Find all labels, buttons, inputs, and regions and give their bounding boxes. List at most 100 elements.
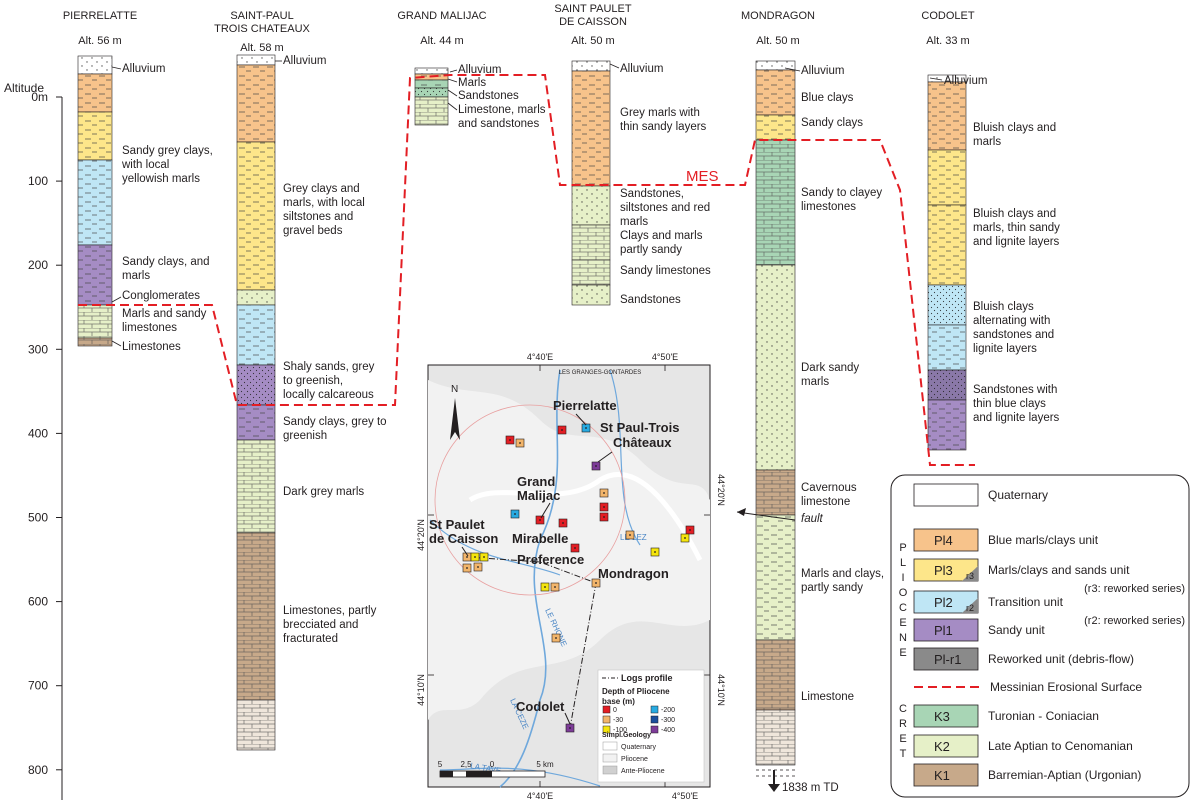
- well-dot: [603, 516, 605, 518]
- legend-sub: r2: [966, 603, 974, 613]
- map-legend-swatch: [602, 715, 611, 724]
- well-dot: [555, 637, 557, 639]
- lithology-pattern: [237, 290, 275, 305]
- label-mondragon-blue-clays: Blue clays: [801, 92, 854, 104]
- legend-label: Transition unit: [988, 595, 1064, 609]
- lithology-pattern: [237, 440, 275, 533]
- log-alt-saint-paulet: Alt. 50 m: [571, 35, 614, 47]
- td-label: 1838 m TD: [782, 782, 839, 794]
- legend-label: Turonian - Coniacian: [988, 709, 1099, 723]
- lithology-pattern: [756, 640, 795, 710]
- map-lat-right-1: 44°20'N: [716, 474, 726, 506]
- map-lon-bottom-1: 4°40'E: [527, 791, 553, 801]
- place-grand: Grand: [517, 474, 555, 489]
- legend-group-letter: L: [900, 557, 906, 569]
- log-column-5: [927, 74, 967, 451]
- map-legend-swatch: [650, 725, 659, 734]
- legend-note: (r2: reworked series): [1084, 615, 1185, 627]
- town-label: LES GRANGES-GONTARDES: [559, 370, 642, 376]
- lithology-pattern: [756, 515, 795, 640]
- log-alt-mondragon: Alt. 50 m: [756, 35, 799, 47]
- lithology-pattern: [928, 205, 966, 285]
- legend-group-letter: E: [899, 617, 906, 629]
- well-dot: [539, 519, 541, 521]
- lithology-pattern: [237, 55, 275, 65]
- label-paulet-alluvium: Alluvium: [620, 63, 663, 75]
- log-alt-saint-paul: Alt. 58 m: [240, 42, 283, 54]
- place-chateaux: Châteaux: [613, 435, 672, 450]
- well-dot: [509, 439, 511, 441]
- map-legend-depth-value: -300: [661, 717, 675, 724]
- well-dot: [585, 427, 587, 429]
- depth-tick-label: 0m: [31, 90, 48, 104]
- altitude-axis-label: Altitude: [4, 81, 44, 95]
- lithology-pattern: [756, 61, 795, 70]
- map-legend-depth-1: Depth of Pliocene: [602, 687, 670, 696]
- label-codolet-alluvium: Alluvium: [944, 75, 987, 87]
- lithology-pattern: [415, 88, 448, 97]
- map-legend: Logs profile Depth of Pliocene base (m) …: [597, 669, 705, 783]
- place-mirabelle: Mirabelle: [512, 531, 568, 546]
- lithology-pattern: [928, 285, 966, 325]
- log-column-0: [77, 55, 113, 347]
- depth-tick-label: 500: [28, 511, 48, 525]
- legend-item: Quaternary: [913, 483, 1048, 507]
- map-legend-ante-pliocene: Ante-Pliocene: [621, 768, 665, 775]
- legend-swatch: [913, 647, 979, 671]
- legend-swatch: [913, 528, 979, 552]
- lithology-pattern: [572, 71, 610, 186]
- depth-tick-label: 800: [28, 763, 48, 777]
- well-dot: [684, 537, 686, 539]
- legend-code: K3: [934, 709, 950, 724]
- lithology-pattern: [415, 68, 448, 74]
- legend-label: Quaternary: [988, 488, 1048, 502]
- fault-marker: fault: [736, 508, 824, 525]
- legend-reworked-wedge: [962, 598, 978, 613]
- lithology-pattern: [78, 74, 112, 112]
- map-legend-depth-value: -30: [613, 717, 623, 724]
- map-lat-left-1: 44°20'N: [416, 519, 426, 551]
- label-saintpaul-alluvium: Alluvium: [283, 55, 326, 67]
- lithology-pattern: [415, 80, 448, 88]
- place-caisson: de Caisson: [429, 531, 498, 546]
- well-dot: [629, 534, 631, 536]
- legend-label: Messinian Erosional Surface: [990, 680, 1142, 694]
- depth-tick-label: 100: [28, 174, 48, 188]
- mes-label: MES: [686, 168, 719, 185]
- well-dot: [569, 727, 571, 729]
- map-legend-depth-value: 0: [613, 707, 617, 714]
- log-name-codolet: CODOLET: [921, 10, 974, 22]
- lithology-pattern: [928, 370, 966, 400]
- log-column-3: [571, 60, 611, 306]
- map-legend-profile: Logs profile: [621, 673, 673, 683]
- legend-swatch: [913, 763, 979, 787]
- well-dot: [483, 556, 485, 558]
- place-mondragon: Mondragon: [598, 566, 669, 581]
- place-st-paulet: St Paulet: [429, 517, 485, 532]
- legend-label: Blue marls/clays unit: [988, 533, 1099, 547]
- well-dot: [574, 547, 576, 549]
- legend-group-letter: C: [899, 703, 907, 715]
- legend-swatch: [913, 734, 979, 758]
- map-lon-top-1: 4°40'E: [527, 352, 553, 362]
- scale-2-5: 2,5: [460, 760, 472, 769]
- well-dot: [554, 586, 556, 588]
- scale-5km: 5 km: [536, 760, 554, 769]
- log-name-saint-paul-2: TROIS CHATEAUX: [214, 23, 310, 35]
- lithology-pattern: [237, 305, 275, 365]
- well-dot: [603, 506, 605, 508]
- scale-0: 0: [490, 760, 495, 769]
- legend-reworked-wedge: [962, 566, 978, 581]
- label-paulet-sandstones: Sandstones: [620, 294, 681, 306]
- depth-tick-label: 400: [28, 426, 48, 440]
- map-legend-pliocene: Pliocene: [621, 756, 648, 763]
